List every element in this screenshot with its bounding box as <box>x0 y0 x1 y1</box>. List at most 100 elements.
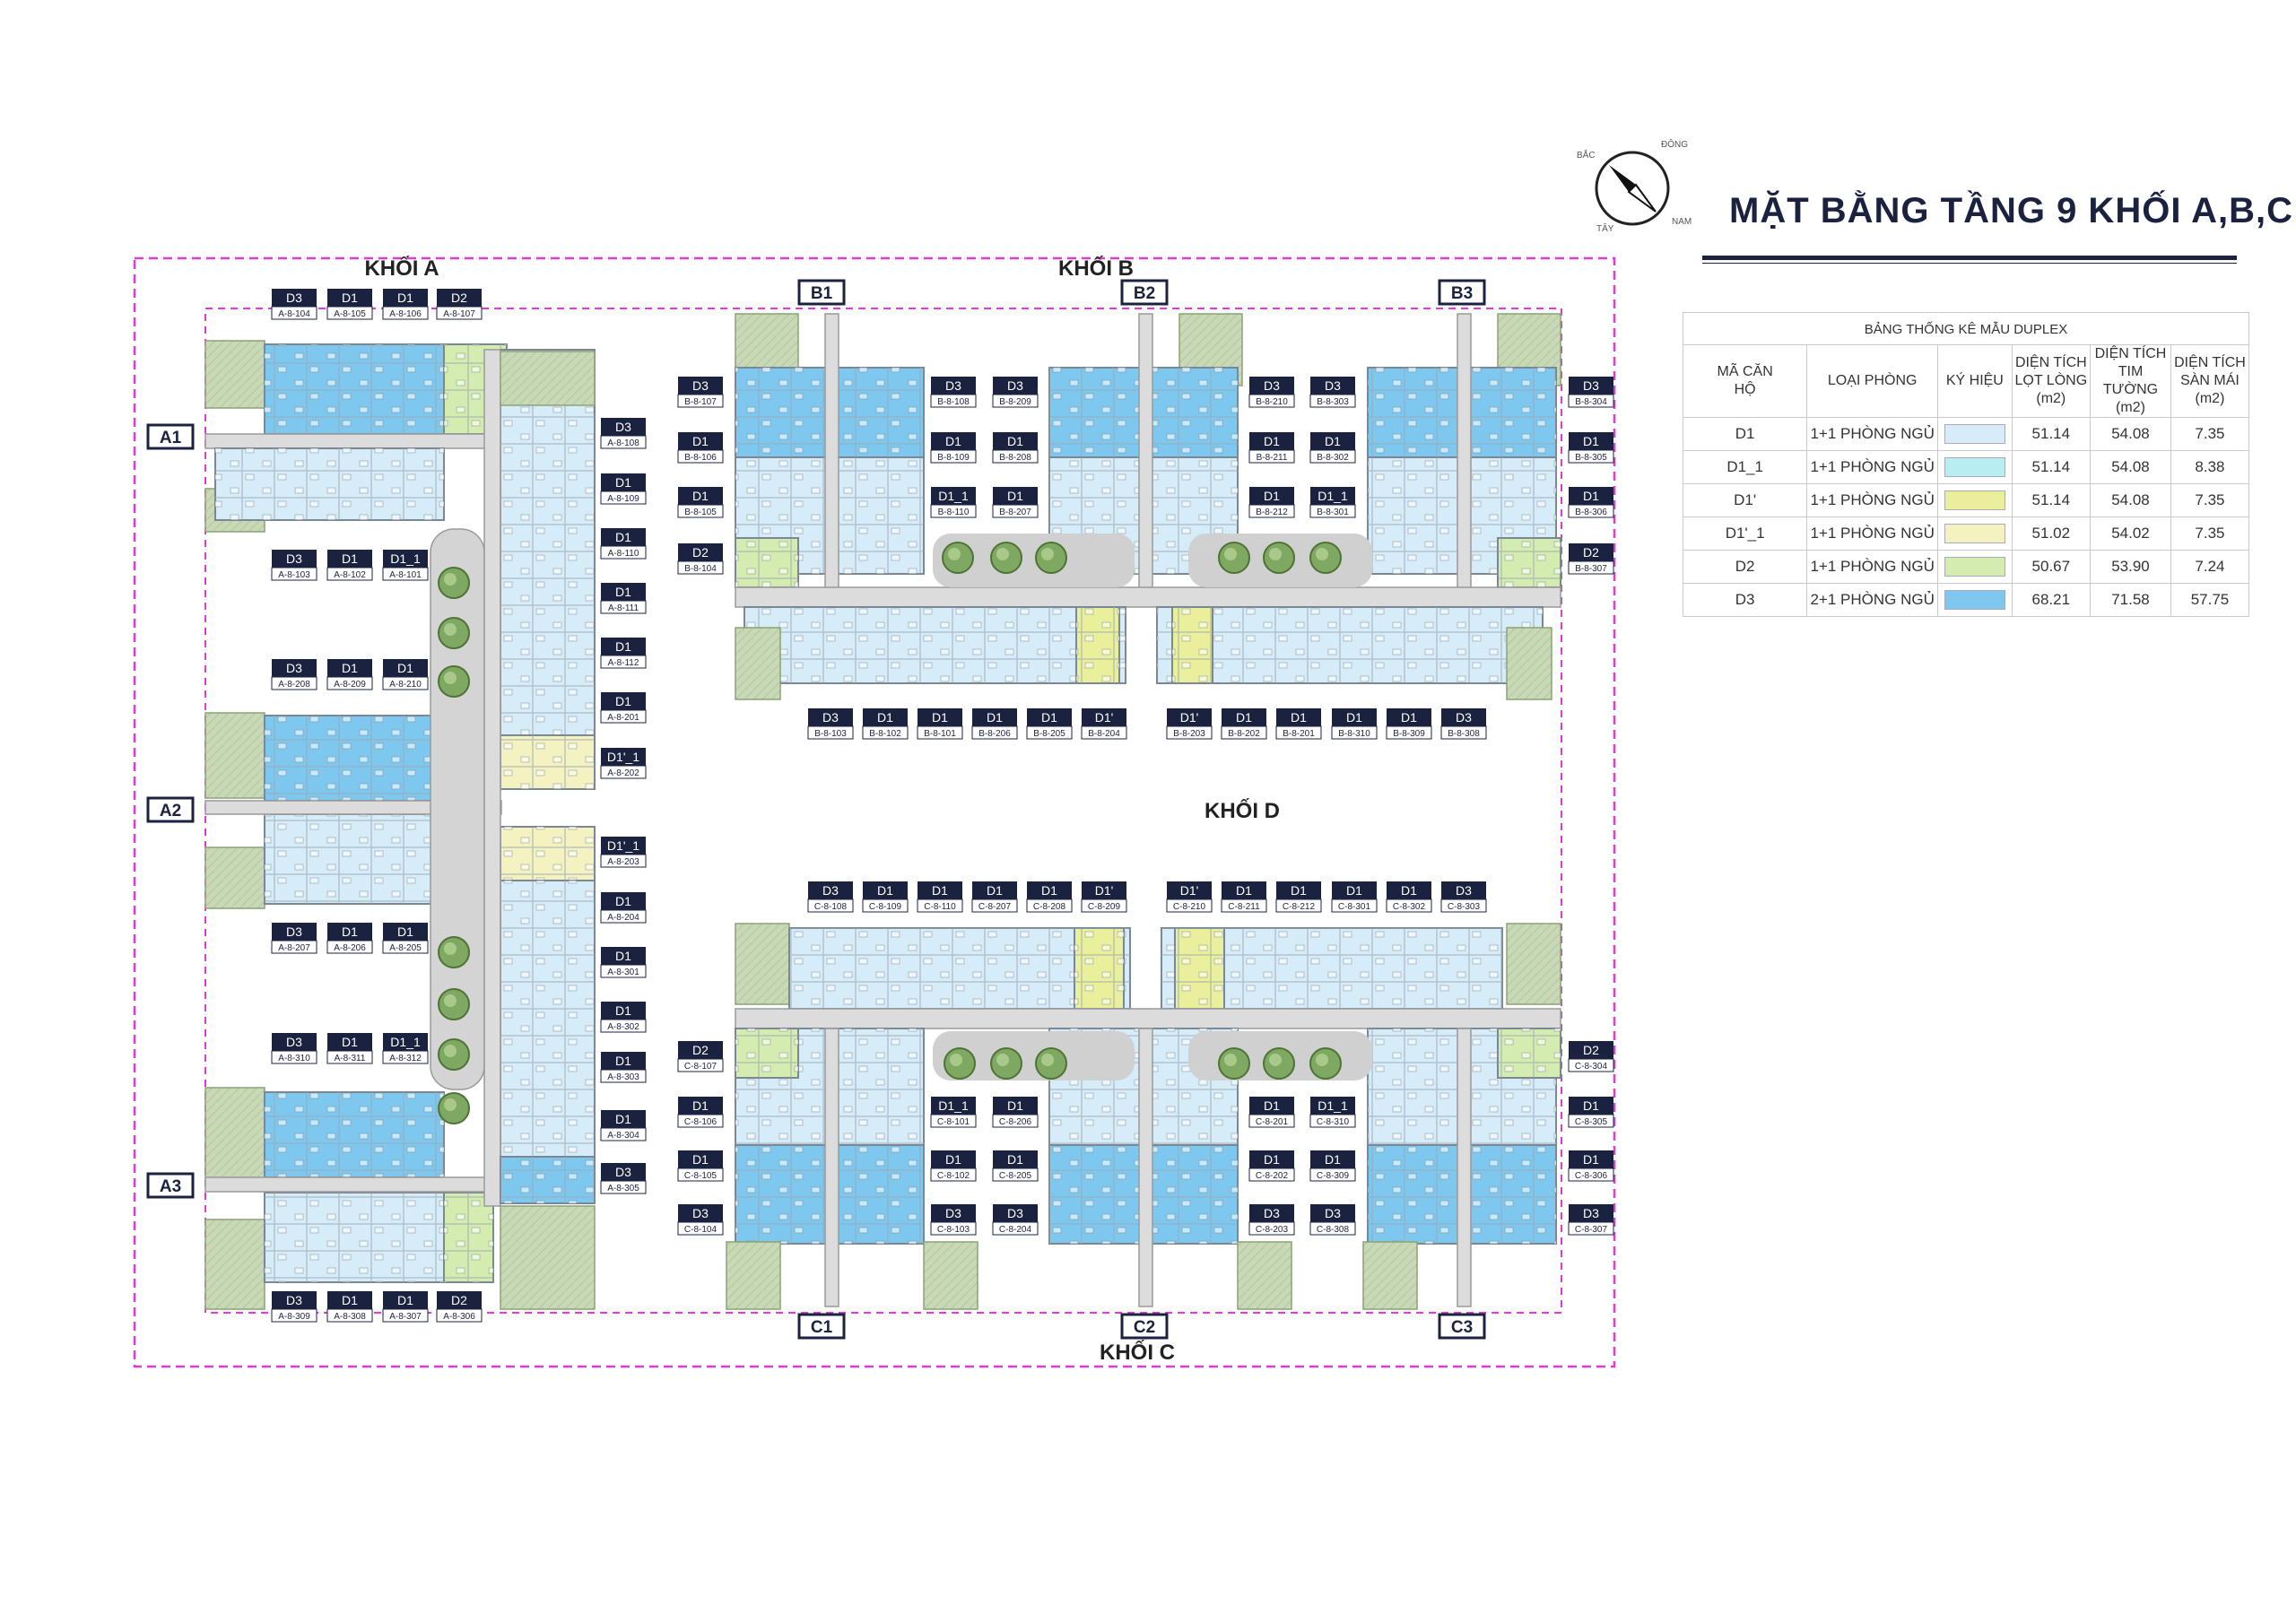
unit-type-label: D3 <box>822 710 839 725</box>
unit-id-label: B-8-106 <box>684 453 717 463</box>
core-tag <box>1120 1313 1169 1340</box>
cell-code: D1' <box>1682 483 1808 517</box>
unit-id-label: A-8-308 <box>334 1312 366 1322</box>
unit-id-tag <box>1026 898 1073 913</box>
unit-type-tag <box>1332 881 1377 899</box>
corridor <box>204 433 525 449</box>
unit-type-label: D3 <box>945 1206 961 1220</box>
unit-type-label: D1 <box>397 291 413 305</box>
tree-highlight <box>444 994 457 1007</box>
unit-id-label: A-8-104 <box>278 309 310 319</box>
unit-id-label: B-8-201 <box>1283 729 1315 739</box>
unit-type-label: D3 <box>1583 378 1599 393</box>
unit-id-label: C-8-303 <box>1448 902 1481 912</box>
unit-type-label: D3 <box>1583 1206 1599 1220</box>
unit-type-label: D3 <box>286 1035 302 1049</box>
unit-id-label: B-8-105 <box>684 508 717 517</box>
table-header-row: MÃ CĂN HỘ LOẠI PHÒNG KÝ HIỆU DIỆN TÍCH L… <box>1682 344 2250 418</box>
unit-id-label: A-8-301 <box>607 968 639 977</box>
unit-id-tag <box>271 676 317 690</box>
unit-id-tag <box>326 1308 373 1323</box>
block-c-label: KHỐI C <box>1100 1340 1175 1365</box>
unit-type-tag <box>918 708 962 726</box>
unit-interior <box>1074 928 1124 1009</box>
unit-type-label: D1 <box>945 1152 961 1167</box>
unit-type-tag <box>272 550 317 568</box>
unit-type-label: D3 <box>692 378 709 393</box>
unit-id-tag <box>930 1221 977 1236</box>
unit-type-label: D1 <box>1583 489 1599 503</box>
compass-rose-icon <box>1595 151 1670 226</box>
unit-type-label: D1 <box>877 883 893 898</box>
unit-type-tag <box>1310 377 1355 395</box>
core-tag-label: A3 <box>160 1177 181 1196</box>
unit-id-tag <box>677 1058 724 1072</box>
tree-highlight <box>1041 548 1054 560</box>
unit-type-label: D1 <box>615 1112 631 1126</box>
cell-type: 2+1 PHÒNG NGỦ <box>1806 583 1939 617</box>
unit-type-label: D1 <box>1007 1152 1023 1167</box>
unit-type-label: D1 <box>1291 710 1307 725</box>
unit-type-label: D3 <box>1264 1206 1280 1220</box>
roof-terrace <box>204 1219 265 1310</box>
cell-net-area: 50.67 <box>2011 550 2092 584</box>
unit-id-tag <box>271 940 317 954</box>
unit-type-label: D1 <box>615 475 631 490</box>
unit-type-label: D3 <box>615 420 631 434</box>
unit-type-tag <box>272 659 317 677</box>
unit-type-tag <box>1276 708 1321 726</box>
unit-id-label: A-8-107 <box>443 309 475 319</box>
unit-id-label: C-8-101 <box>937 1117 970 1127</box>
unit-id-label: B-8-108 <box>937 397 970 407</box>
unit-type-tag <box>1569 377 1613 395</box>
roof-terrace <box>735 923 790 1005</box>
table-caption: BẢNG THỐNG KÊ MẪU DUPLEX <box>1683 312 2249 344</box>
unit-type-label: D1 <box>342 1293 358 1307</box>
unit-type-tag <box>1310 1204 1355 1222</box>
unit-id-label: C-8-302 <box>1393 902 1426 912</box>
unit-type-tag <box>327 923 372 941</box>
unit-id-label: B-8-210 <box>1256 397 1288 407</box>
unit-type-label: D1 <box>615 639 631 654</box>
roof-terrace <box>204 1087 265 1187</box>
unit-id-tag <box>326 1050 373 1064</box>
unit-id-tag <box>1331 898 1378 913</box>
unit-id-label: C-8-110 <box>924 902 956 912</box>
unit-type-tag <box>601 1110 646 1128</box>
unit-interior <box>1076 607 1119 683</box>
header-net-area: DIỆN TÍCH LỌT LÒNG (m2) <box>2011 344 2092 418</box>
unit-id-tag <box>600 964 647 978</box>
unit-id-label: B-8-102 <box>869 729 901 739</box>
unit-type-tag <box>678 1097 723 1115</box>
unit-type-label: D1 <box>692 489 709 503</box>
unit-type-label: D1 <box>397 1293 413 1307</box>
unit-id-tag <box>382 567 429 581</box>
unit-type-label: D1_1 <box>1318 489 1348 503</box>
unit-type-label: D2 <box>1583 1043 1599 1057</box>
unit-id-label: A-8-310 <box>278 1054 310 1063</box>
unit-type-label: D1 <box>1264 434 1280 448</box>
unit-type-tag <box>993 1150 1038 1168</box>
roof-terrace <box>1506 923 1561 1005</box>
cell-roof-area: 8.38 <box>2170 450 2250 484</box>
unit-id-label: B-8-306 <box>1575 508 1607 517</box>
unit-type-tag <box>993 1204 1038 1222</box>
unit-type-label: D1 <box>987 883 1003 898</box>
unit-id-tag <box>382 1050 429 1064</box>
unit-id-label: C-8-201 <box>1256 1117 1289 1127</box>
unit-interior <box>789 928 1130 1009</box>
unit-id-tag <box>917 725 963 740</box>
unit-id-label: C-8-105 <box>684 1171 718 1181</box>
block-a-label: KHỐI A <box>364 256 439 281</box>
unit-type-label: D3 <box>692 1206 709 1220</box>
unit-type-label: D1 <box>1007 434 1023 448</box>
unit-type-label: D1 <box>877 710 893 725</box>
unit-interior <box>265 814 444 904</box>
cell-gross-area: 54.08 <box>2090 483 2171 517</box>
unit-id-label: B-8-304 <box>1575 397 1607 407</box>
unit-id-tag <box>677 1114 724 1128</box>
unit-type-tag <box>383 923 428 941</box>
unit-type-tag <box>1387 708 1431 726</box>
unit-id-tag <box>862 725 909 740</box>
